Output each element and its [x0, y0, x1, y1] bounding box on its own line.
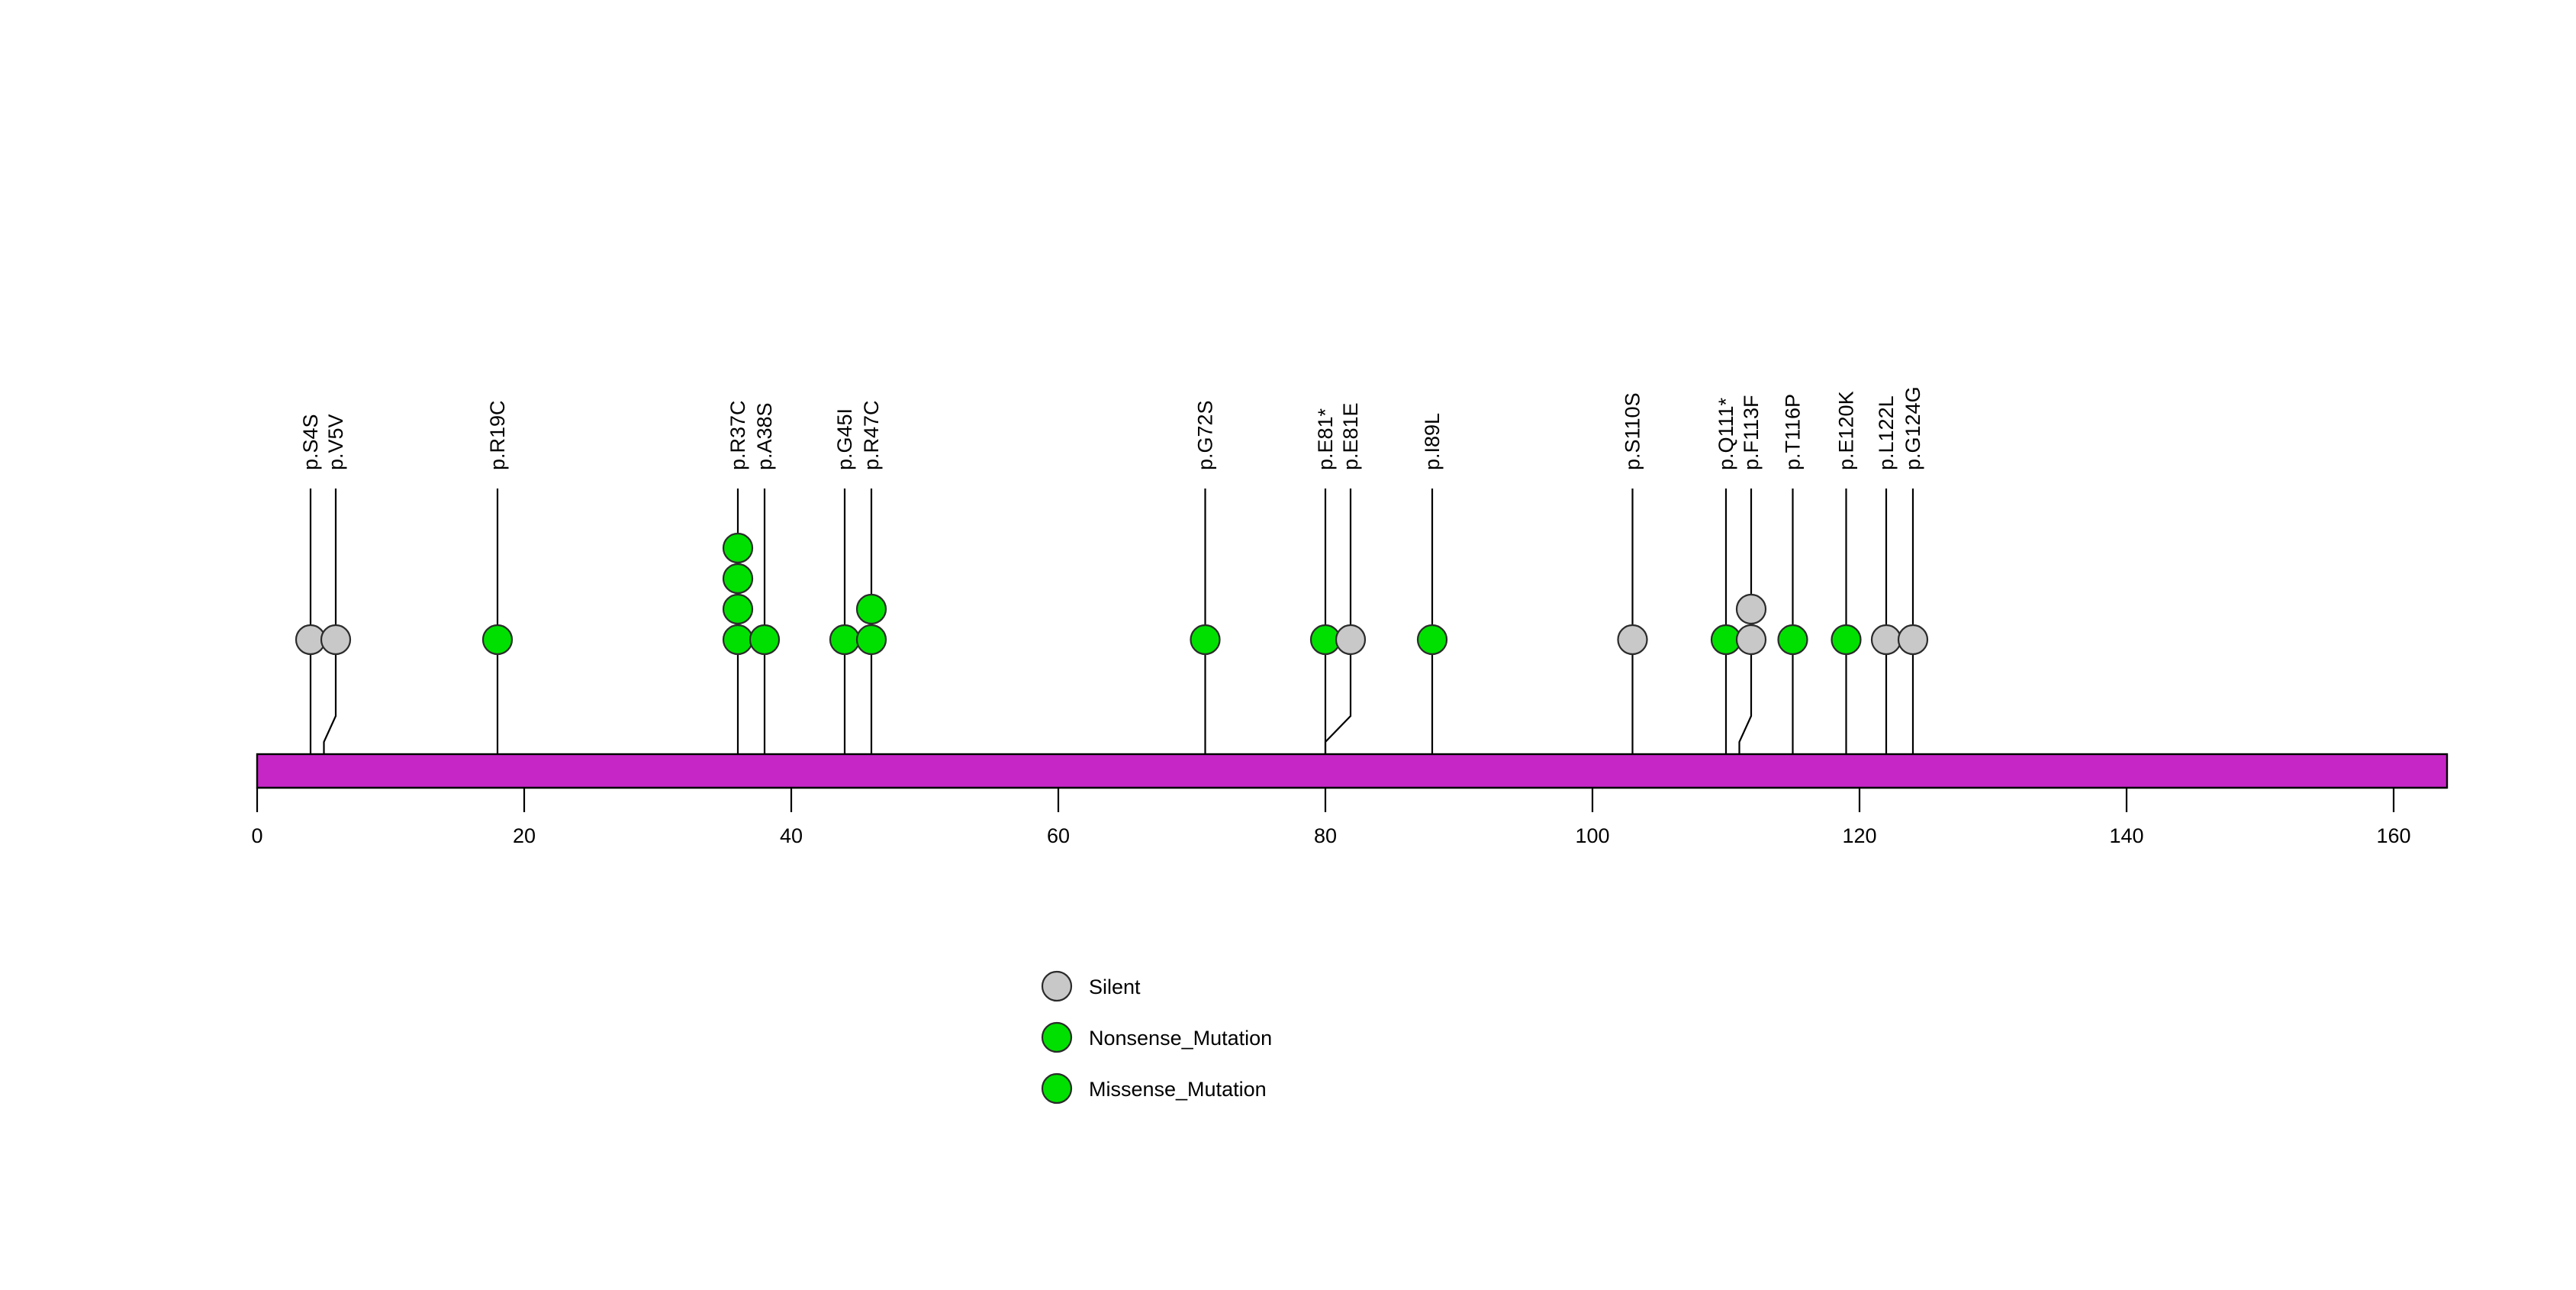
lollipop-head[interactable] [1777, 624, 1808, 656]
lollipop-pg124g[interactable] [1898, 625, 1927, 654]
mutation-label: p.E81* [1314, 408, 1337, 470]
x-axis-tick-label: 60 [1047, 824, 1070, 847]
mutation-label: p.R47C [860, 400, 883, 470]
x-axis-tick-label: 140 [2109, 824, 2143, 847]
lollipop-heads-layer [295, 532, 1929, 656]
mutation-label: p.A38S [753, 402, 776, 470]
lollipop-pr37c[interactable] [723, 534, 752, 654]
mutation-label: p.Q111* [1715, 397, 1737, 470]
legend-swatch [1041, 1072, 1073, 1105]
x-axis-tick-label: 20 [513, 824, 536, 847]
lollipop-pr47c[interactable] [857, 595, 886, 654]
legend-label: Missense_Mutation [1089, 1078, 1267, 1101]
mutation-label: p.E81E [1339, 402, 1362, 470]
lollipop-head[interactable] [855, 624, 887, 656]
x-axis-tick-label: 80 [1314, 824, 1337, 847]
mutation-label: p.R19C [486, 400, 509, 470]
x-axis-tick-label: 0 [251, 824, 262, 847]
lollipop-head[interactable] [1617, 624, 1648, 656]
x-axis-tick-label: 160 [2376, 824, 2410, 847]
mutation-label: p.G45I [833, 408, 856, 470]
lollipop-head[interactable] [1335, 624, 1367, 656]
lollipop-head[interactable] [1735, 624, 1767, 656]
lollipop-head[interactable] [1416, 624, 1448, 656]
lollipop-head[interactable] [722, 532, 754, 564]
lollipop-pi89l[interactable] [1418, 625, 1447, 654]
lollipop-head[interactable] [1831, 624, 1862, 656]
legend-swatch [1041, 970, 1073, 1002]
mutation-label: p.E120K [1835, 391, 1858, 470]
lollipop-head[interactable] [749, 624, 781, 656]
mutation-label: p.F113F [1740, 395, 1763, 470]
lollipop-pe120k[interactable] [1832, 625, 1861, 654]
lollipop-pe81e[interactable] [1336, 625, 1365, 654]
mutation-label: p.S4S [299, 414, 322, 470]
x-axis-tick-label: 120 [1842, 824, 1876, 847]
lollipop-head[interactable] [722, 563, 754, 595]
lollipop-head[interactable] [481, 624, 514, 656]
lollipop-head[interactable] [855, 593, 887, 625]
mutation-label: p.G72S [1194, 400, 1217, 470]
lollipop-head[interactable] [1897, 624, 1929, 656]
lollipop-pr19c[interactable] [483, 625, 512, 654]
legend-label: Silent [1089, 976, 1141, 998]
lollipop-pa38s[interactable] [750, 625, 779, 654]
mutation-label: p.T116P [1782, 394, 1805, 470]
legend-swatch [1041, 1021, 1073, 1053]
legend-label: Nonsense_Mutation [1089, 1027, 1272, 1050]
mutation-label: p.V5V [324, 414, 347, 470]
mutation-label: p.G124G [1901, 386, 1924, 470]
lollipop-pv5v[interactable] [321, 625, 350, 654]
lollipop-pg45i[interactable] [830, 625, 859, 654]
x-axis-tick-label: 40 [780, 824, 803, 847]
mutation-label: p.R37C [726, 400, 749, 470]
x-axis-layer: 0 20 40 60 80 100 120 140 160 [251, 786, 2447, 847]
lollipop-head[interactable] [722, 593, 754, 625]
lollipop-pl122l[interactable] [1872, 625, 1901, 654]
lollipop-ps110s[interactable] [1618, 625, 1647, 654]
lollipop-pt116p[interactable] [1779, 625, 1808, 654]
lollipop-head[interactable] [320, 624, 352, 656]
lollipop-head[interactable] [1735, 593, 1767, 625]
lollipop-head[interactable] [1190, 624, 1221, 656]
protein-bar-layer [256, 753, 2449, 789]
mutation-label: p.L122L [1875, 395, 1898, 470]
lollipop-pg72s[interactable] [1191, 625, 1220, 654]
x-axis-tick-label: 100 [1575, 824, 1609, 847]
protein-backbone-bar [256, 753, 2449, 789]
mutation-label: p.S110S [1621, 392, 1644, 470]
lollipop-pf113f[interactable] [1737, 595, 1766, 654]
mutation-label: p.I89L [1421, 413, 1444, 470]
